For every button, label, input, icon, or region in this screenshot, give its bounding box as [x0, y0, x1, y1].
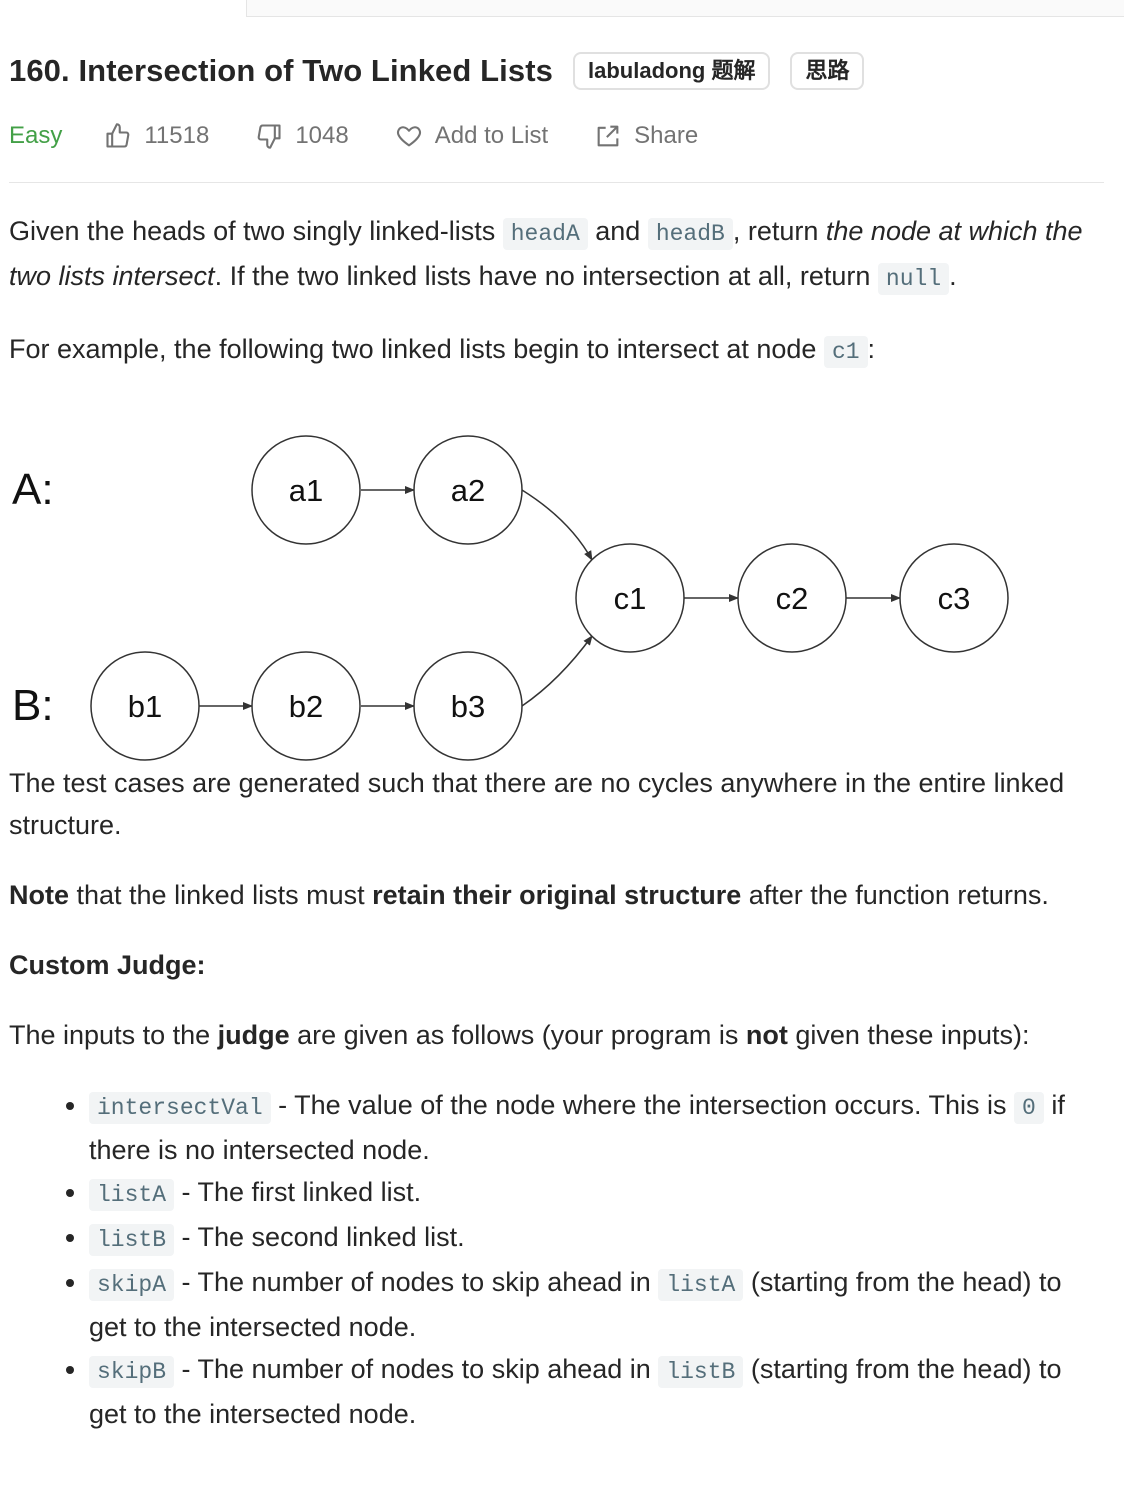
code-intersectVal: intersectVal — [89, 1092, 271, 1124]
text: after the function returns. — [741, 880, 1049, 910]
linked-list-diagram: A: B: a1 a2 c1 c2 c3 b1 b2 b3 — [12, 435, 1009, 761]
label-a: A: — [12, 465, 54, 514]
paragraph-judge-inputs: The inputs to the judge are given as fol… — [9, 1014, 1104, 1056]
node-c1-label: c1 — [614, 581, 647, 616]
code-listB-ref: listB — [658, 1356, 744, 1388]
like-button[interactable]: 11518 — [104, 122, 209, 150]
bold-not: not — [745, 1020, 788, 1050]
node-b1: b1 — [90, 651, 200, 761]
description-paragraph-1: Given the heads of two singly linked-lis… — [9, 210, 1104, 300]
node-b1-label: b1 — [128, 689, 162, 724]
code-headA: headA — [502, 218, 588, 250]
code-headB: headB — [647, 218, 733, 250]
list-item: listB - The second linked list. — [89, 1216, 1104, 1261]
text: For example, the following two linked li… — [9, 334, 824, 364]
node-c2-label: c2 — [776, 581, 809, 616]
node-b2: b2 — [251, 651, 361, 761]
node-b2-label: b2 — [289, 689, 323, 724]
text: Given the heads of two singly linked-lis… — [9, 216, 503, 246]
title-row: 160. Intersection of Two Linked Lists la… — [9, 52, 865, 90]
text: that the linked lists must — [69, 880, 373, 910]
top-bar — [246, 0, 1124, 17]
node-a2: a2 — [413, 435, 523, 545]
text: . — [949, 261, 957, 291]
text: are given as follows (your program is — [289, 1020, 746, 1050]
text: - The second linked list. — [174, 1222, 465, 1252]
node-a2-label: a2 — [451, 473, 485, 508]
description-continued: The test cases are generated such that t… — [9, 762, 1104, 1435]
code-listA: listA — [89, 1179, 175, 1211]
bold-note: Note — [9, 880, 69, 910]
node-a1-label: a1 — [289, 473, 323, 508]
list-item: intersectVal - The value of the node whe… — [89, 1084, 1104, 1171]
code-listA-ref: listA — [658, 1269, 744, 1301]
add-to-list-label: Add to List — [434, 122, 549, 149]
meta-row: Easy 11518 1048 Add to List Share — [9, 118, 744, 154]
dislike-count: 1048 — [295, 122, 349, 149]
add-to-list-button[interactable]: Add to List — [395, 122, 548, 150]
text: - The first linked list. — [174, 1177, 422, 1207]
text: . If the two linked lists have no inters… — [214, 261, 878, 291]
difficulty-badge: Easy — [9, 122, 63, 149]
emphasis: the node at which the two lists intersec… — [9, 216, 1083, 291]
paragraph-note: Note that the linked lists must retain t… — [9, 874, 1104, 916]
edge-a2-c1 — [521, 489, 593, 561]
tag-labuladong[interactable]: labuladong 题解 — [573, 52, 771, 90]
heart-icon — [396, 126, 421, 147]
text: : — [867, 334, 876, 364]
text: (starting from the head) to get to the i… — [89, 1267, 1062, 1342]
node-c1: c1 — [575, 543, 685, 653]
text: The inputs to the — [9, 1020, 218, 1050]
bold-retain: retain their original structure — [372, 880, 742, 910]
share-label: Share — [634, 122, 699, 149]
code-listB: listB — [89, 1224, 175, 1256]
code-skipA: skipA — [89, 1269, 175, 1301]
bold-judge: judge — [217, 1020, 290, 1050]
node-c3-label: c3 — [938, 581, 971, 616]
text: - The number of nodes to skip ahead in — [174, 1267, 659, 1297]
node-b3: b3 — [413, 651, 523, 761]
text: if there is no intersected node. — [89, 1090, 1065, 1165]
node-c3: c3 — [899, 543, 1009, 653]
node-a1: a1 — [251, 435, 361, 545]
list-item: listA - The first linked list. — [89, 1171, 1104, 1216]
thumbs-up-icon — [106, 123, 130, 148]
code-c1: c1 — [823, 336, 868, 368]
like-count: 11518 — [144, 122, 210, 149]
code-skipB: skipB — [89, 1356, 175, 1388]
text: and — [587, 216, 648, 246]
thumbs-down-icon — [257, 124, 281, 149]
code-null: null — [877, 263, 950, 295]
heading-custom-judge: Custom Judge: — [9, 944, 1104, 986]
share-icon — [597, 125, 619, 147]
tag-idea[interactable]: 思路 — [790, 52, 865, 90]
node-b3-label: b3 — [451, 689, 485, 724]
judge-input-list: intersectVal - The value of the node whe… — [9, 1084, 1104, 1435]
custom-judge-label: Custom Judge: — [9, 950, 206, 980]
text: - The value of the node where the inters… — [270, 1090, 1015, 1120]
label-b: B: — [12, 681, 54, 730]
node-c2: c2 — [737, 543, 847, 653]
share-button[interactable]: Share — [594, 122, 698, 150]
text: - The number of nodes to skip ahead in — [174, 1354, 659, 1384]
text: (starting from the head) to get to the i… — [89, 1354, 1062, 1429]
list-item: skipB - The number of nodes to skip ahea… — [89, 1348, 1104, 1435]
dislike-button[interactable]: 1048 — [255, 122, 349, 150]
edge-b3-c1 — [521, 635, 593, 707]
list-item: skipA - The number of nodes to skip ahea… — [89, 1261, 1104, 1348]
page-title: 160. Intersection of Two Linked Lists — [9, 53, 554, 88]
divider — [9, 182, 1104, 183]
description: Given the heads of two singly linked-lis… — [9, 210, 1104, 401]
description-paragraph-2: For example, the following two linked li… — [9, 328, 1104, 373]
text: given these inputs): — [787, 1020, 1030, 1050]
text: , return — [732, 216, 826, 246]
paragraph-no-cycles: The test cases are generated such that t… — [9, 768, 1065, 840]
code-zero: 0 — [1014, 1092, 1044, 1124]
